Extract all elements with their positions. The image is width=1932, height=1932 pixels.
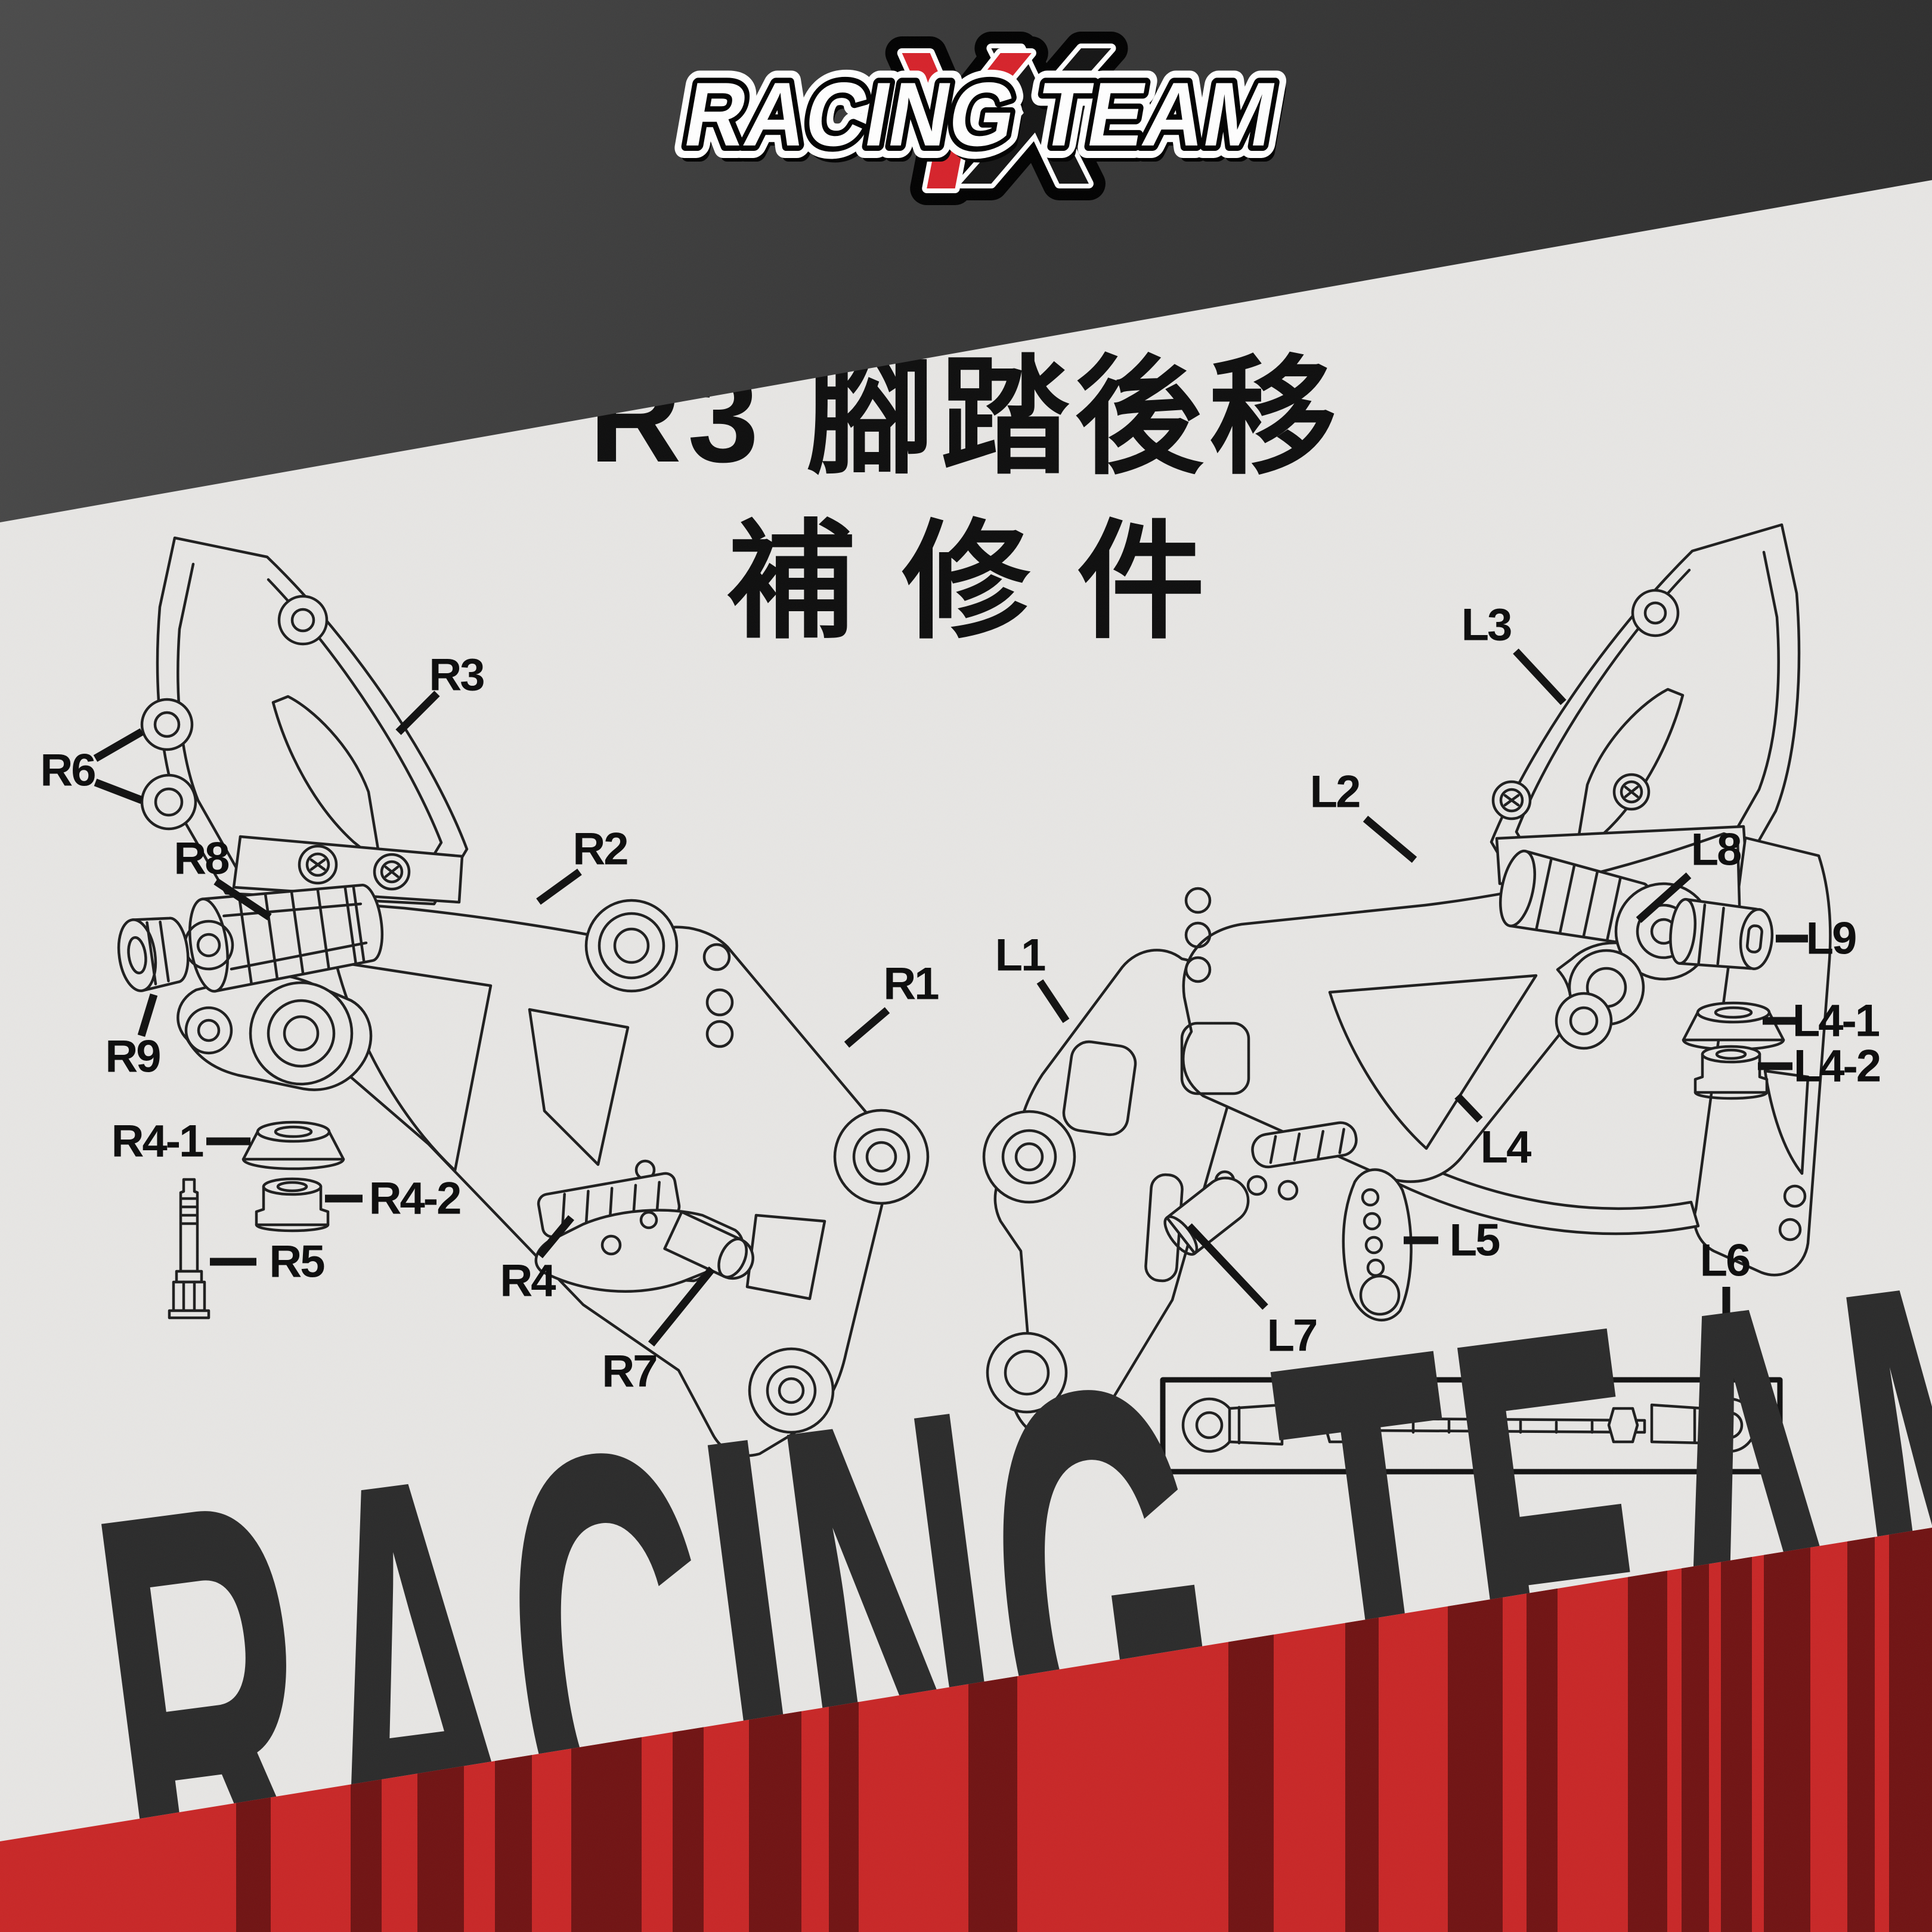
racing-team-logo: Y X X Y RACING TEAM RACING TEAM RACING T… [665, 17, 1296, 213]
logo-wordmark: RACING TEAM RACING TEAM RACING TEAM [665, 52, 1296, 181]
page-title-line2: 補修件 [727, 510, 1252, 654]
svg-text:RACING TEAM: RACING TEAM [677, 64, 1283, 165]
